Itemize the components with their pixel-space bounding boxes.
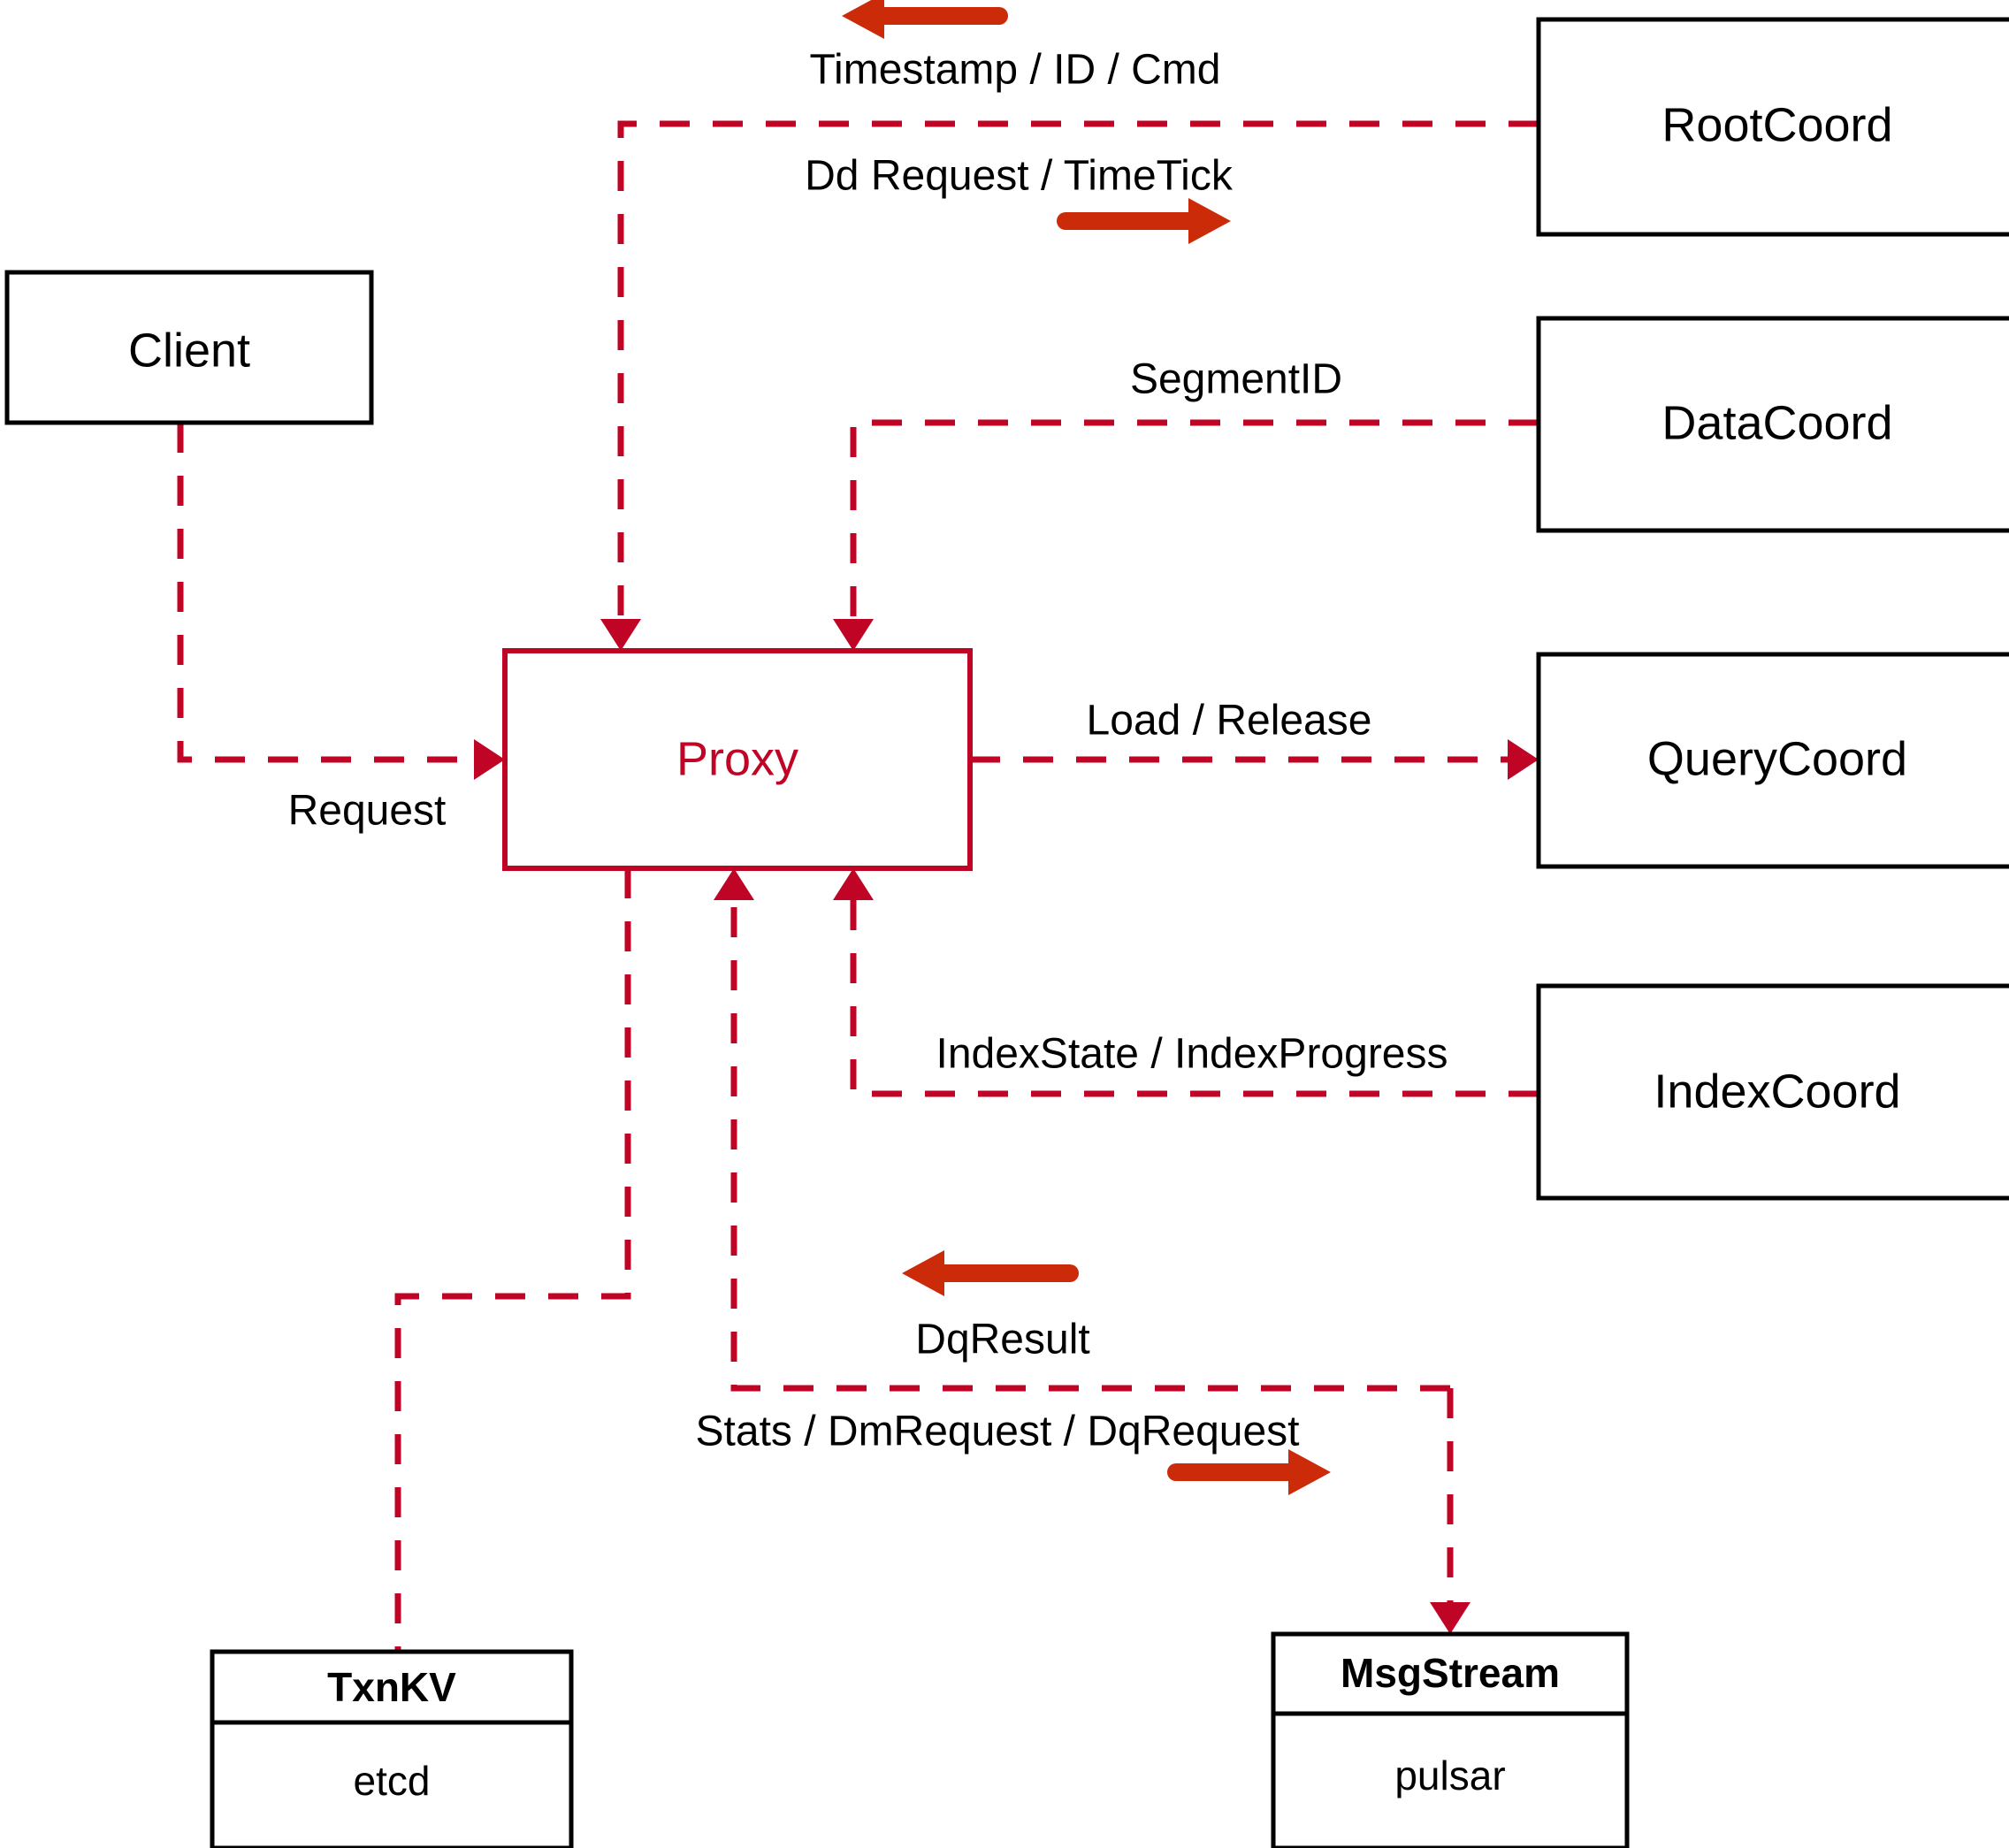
- edge-msgstream-dqresult: [714, 868, 1450, 1392]
- edge-label-dqresult: DqResult: [915, 1317, 1089, 1363]
- arrowhead-icon: [1430, 1602, 1470, 1634]
- indexcoord-box[interactable]: [1536, 983, 2009, 1201]
- arrowhead-icon: [833, 619, 874, 651]
- arrowhead-icon: [714, 868, 754, 900]
- proxy-box[interactable]: [502, 648, 973, 871]
- direction-arrow-left-timestamp: [842, 0, 1008, 39]
- arrowhead-icon: [1508, 739, 1539, 780]
- rootcoord-box[interactable]: [1536, 17, 2009, 237]
- arrow-left-icon: [842, 0, 884, 39]
- arrowhead-icon: [600, 619, 641, 651]
- msgstream-impl: pulsar: [1394, 1753, 1505, 1798]
- edge-label-indexstate-indexprogress: IndexState / IndexProgress: [936, 1031, 1448, 1078]
- txnkv-title: TxnKV: [327, 1664, 456, 1710]
- edge-label-segmentid: SegmentID: [1130, 356, 1342, 403]
- arrow-left-icon: [902, 1250, 944, 1296]
- node-rootcoord[interactable]: RootCoord: [1536, 17, 2009, 237]
- datacoord-box[interactable]: [1536, 316, 2009, 533]
- node-datacoord[interactable]: DataCoord: [1536, 316, 2009, 533]
- edge-rootcoord-response: [600, 120, 1539, 651]
- edge-querycoord-load: [970, 739, 1539, 780]
- direction-arrow-left-dqresult: [902, 1250, 1079, 1296]
- node-querycoord[interactable]: QueryCoord: [1536, 652, 2009, 869]
- proxy-label: Proxy: [676, 732, 798, 785]
- querycoord-box[interactable]: [1536, 652, 2009, 869]
- edge-label-stats-dmrequest-dqrequest: Stats / DmRequest / DqRequest: [696, 1409, 1300, 1455]
- edge-label-load-release: Load / Release: [1087, 698, 1372, 745]
- edge-datacoord-segmentid: [833, 419, 1539, 651]
- edge-label-dd-request-timetick: Dd Request / TimeTick: [805, 153, 1234, 200]
- arrowhead-icon: [474, 739, 505, 780]
- node-client[interactable]: Client: [4, 270, 374, 425]
- arrowhead-icon: [833, 868, 874, 900]
- client-label: Client: [128, 324, 250, 377]
- direction-arrow-right-ddrequest: [1057, 198, 1231, 244]
- querycoord-label: QueryCoord: [1647, 732, 1907, 785]
- edge-label-request: Request: [288, 788, 447, 835]
- indexcoord-label: IndexCoord: [1654, 1065, 1900, 1118]
- direction-arrow-right-dqrequest: [1167, 1449, 1331, 1495]
- node-indexcoord[interactable]: IndexCoord: [1536, 983, 2009, 1201]
- client-box[interactable]: [4, 270, 374, 425]
- edge-msgstream-request: [1430, 1388, 1470, 1634]
- edge-label-timestamp-id-cmd: Timestamp / ID / Cmd: [810, 47, 1221, 94]
- datacoord-label: DataCoord: [1661, 396, 1892, 449]
- edge-client-request: [177, 423, 505, 780]
- msgstream-box[interactable]: [1271, 1631, 1630, 1848]
- txnkv-box[interactable]: [210, 1649, 574, 1848]
- rootcoord-label: RootCoord: [1661, 98, 1892, 151]
- arrow-right-icon: [1188, 198, 1231, 244]
- node-msgstream[interactable]: MsgStream pulsar: [1271, 1631, 1630, 1848]
- edge-txnkv-link: [394, 868, 631, 1652]
- edge-indexcoord-state: [833, 868, 1539, 1097]
- node-txnkv[interactable]: TxnKV etcd: [210, 1649, 574, 1848]
- node-proxy[interactable]: Proxy: [502, 648, 973, 871]
- msgstream-title: MsgStream: [1341, 1650, 1560, 1696]
- txnkv-impl: etcd: [354, 1758, 431, 1804]
- arrow-right-icon: [1288, 1449, 1331, 1495]
